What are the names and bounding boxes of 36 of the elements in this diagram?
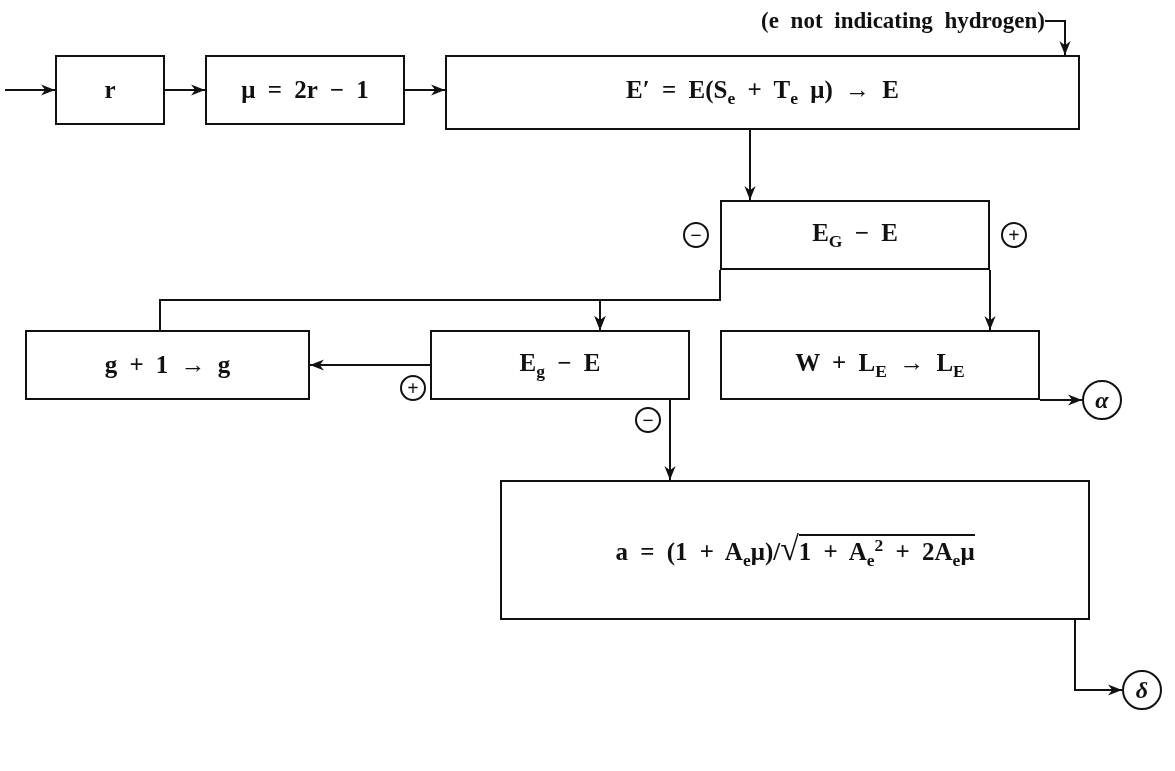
arrow	[664, 399, 676, 481]
sign-label: −	[683, 222, 709, 248]
process-box	[205, 55, 405, 125]
arrow	[404, 84, 446, 96]
formula-text: E′ = E(S$_{e}$ + T$_{e}$ μ) → E	[626, 76, 899, 109]
note-text: (e not indicating hydrogen)	[760, 8, 1045, 34]
connector-circle	[1082, 380, 1122, 420]
process-box	[25, 330, 310, 400]
arrow	[984, 269, 996, 331]
arrow	[1074, 619, 1123, 696]
sign-label: +	[1001, 222, 1027, 248]
process-box	[720, 200, 990, 270]
formula-text: μ = 2r − 1	[241, 76, 369, 104]
formula-text: δ	[1135, 676, 1149, 704]
formula-text: α	[1095, 386, 1109, 414]
formula-text: E$_{G}$ − E	[812, 218, 898, 252]
connector-circle	[1122, 670, 1162, 710]
sign-label: −	[635, 407, 661, 433]
formula-text: g + 1 → g	[104, 351, 231, 379]
arrow	[4, 84, 56, 96]
formula-text: a = (1 + A$_{e}$μ)/√1 + A$_{e}$$^{2}$ + 2A$_{e}$μ	[615, 529, 975, 571]
process-box	[720, 330, 1040, 400]
process-box	[55, 55, 165, 125]
arrow	[159, 299, 606, 331]
process-box	[445, 55, 1080, 130]
arrow	[1044, 20, 1071, 56]
arrow	[164, 84, 206, 96]
arrow	[744, 129, 756, 201]
formula-text: r	[104, 76, 116, 104]
process-box	[430, 330, 690, 400]
process-box	[500, 480, 1090, 620]
sign-label: +	[400, 375, 426, 401]
arrow	[309, 359, 431, 371]
formula-text: E$_{g}$ − E	[519, 348, 601, 382]
formula-text: W + L$_{E}$ → L$_{E}$	[795, 348, 965, 382]
arrow	[1039, 394, 1083, 406]
